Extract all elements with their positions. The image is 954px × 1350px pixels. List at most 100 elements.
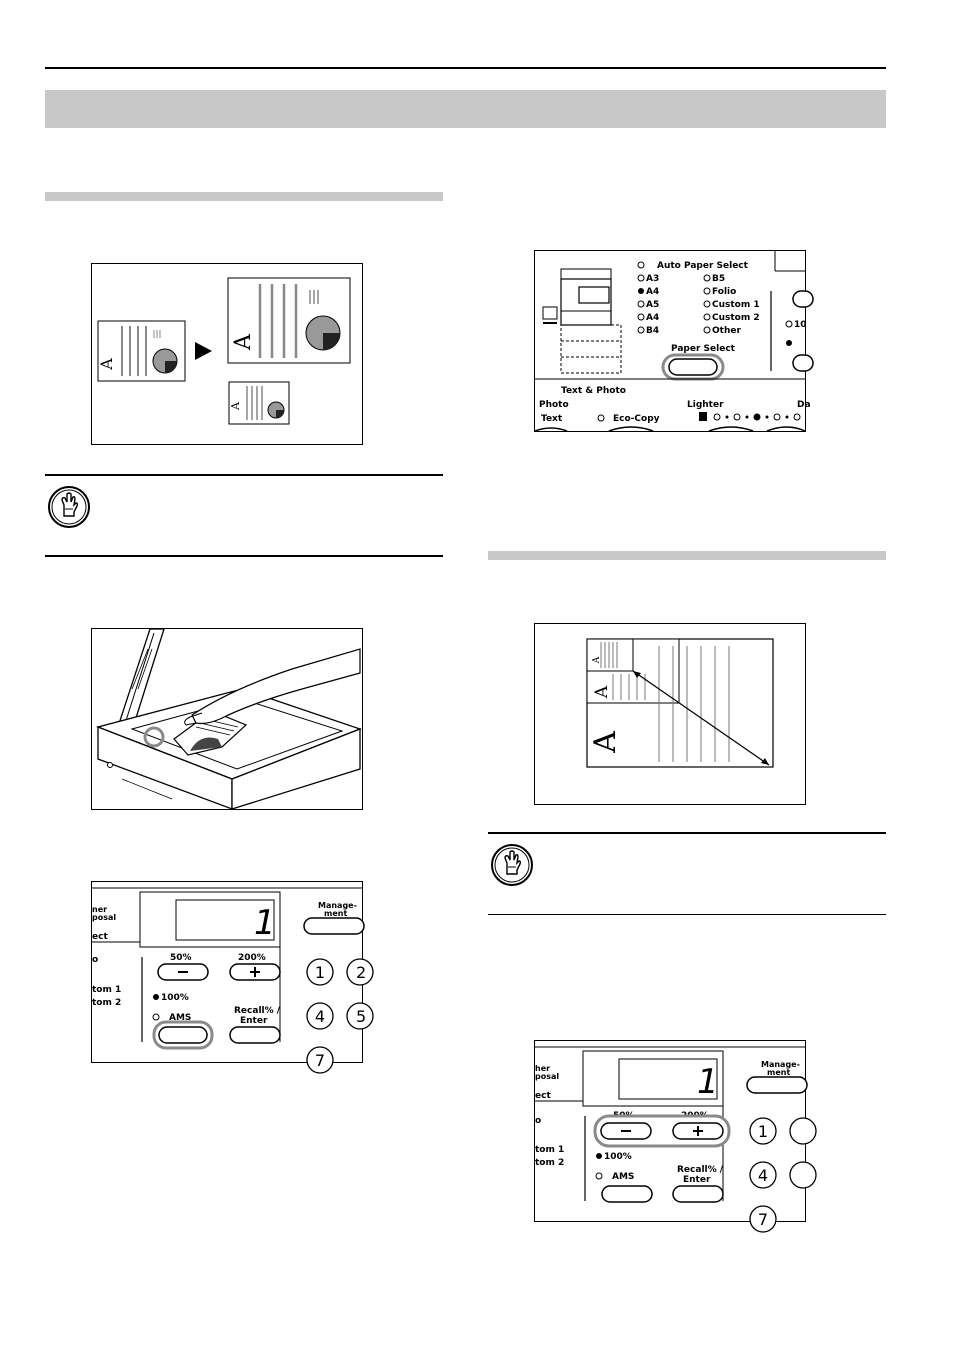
reduced-page: A <box>228 381 290 425</box>
panel3-left-l5: tom 2 <box>535 1158 564 1168</box>
zoom-illustration-svg: A A A <box>97 277 351 425</box>
panel3-recall-l1: Recall% / <box>677 1165 724 1175</box>
diagonal-svg: A A A <box>586 638 774 768</box>
panel2-zoom-minus-button[interactable] <box>157 963 209 981</box>
svg-text:A4: A4 <box>646 313 659 323</box>
panel3-left-l3: ect <box>535 1091 551 1101</box>
panel3-management-button[interactable] <box>746 1076 808 1094</box>
panel2-key-5[interactable]: 5 <box>346 1002 374 1030</box>
panel1-photo: Photo <box>539 400 569 410</box>
panel2-zoom-plus-label: 200% <box>238 953 266 963</box>
panel1-sizes-right: B5 Folio Custom 1 Custom 2 Other <box>703 274 760 336</box>
panel2-zoom-plus-button[interactable] <box>229 963 281 981</box>
panel3-ams-label: AMS <box>612 1172 634 1182</box>
panel1-svg: Auto Paper Select A3 A4 A5 A4 B4 B5 Foli… <box>534 251 814 432</box>
panel3-zoom-minus-button[interactable] <box>600 1122 652 1140</box>
note-rule-top-right <box>488 832 886 834</box>
panel2-zoom-minus-label: 50% <box>170 953 192 963</box>
panel2-management-button[interactable] <box>303 917 365 935</box>
panel2-left-folio-fragment: o <box>92 955 98 965</box>
panel2-management-l1: Manage- <box>318 901 357 910</box>
svg-text:5: 5 <box>356 1007 366 1026</box>
panel3-svg: her posal ect o tom 1 tom 2 1 50% 200% 1… <box>535 1046 817 1233</box>
svg-text:2: 2 <box>356 963 366 982</box>
svg-text:Folio: Folio <box>712 287 736 297</box>
panel1-auto-paper-select: Auto Paper Select <box>657 261 749 271</box>
svg-text:1: 1 <box>315 963 325 982</box>
diagonal-letter-small: A <box>592 656 602 664</box>
panel1-text: Text <box>541 414 563 424</box>
panel1-paper-select-button[interactable] <box>661 353 725 381</box>
section-bar-left <box>45 192 443 201</box>
svg-text:1: 1 <box>758 1122 768 1141</box>
operation-panel-ams: ner posal ect o tom 1 tom 2 1 50% 200% 1… <box>91 881 374 1074</box>
panel2-key-1[interactable]: 1 <box>306 958 334 986</box>
svg-text:7: 7 <box>758 1210 768 1229</box>
section-bar-right <box>488 551 886 560</box>
paper-select-panel: Auto Paper Select A3 A4 A5 A4 B4 B5 Foli… <box>534 250 814 432</box>
panel1-exposure-scale <box>699 412 801 421</box>
panel2-key-2[interactable]: 2 <box>346 958 374 986</box>
panel2-ams-button[interactable] <box>152 1020 214 1050</box>
svg-text:A4: A4 <box>646 287 659 297</box>
svg-text:Custom 2: Custom 2 <box>712 313 760 323</box>
svg-text:B4: B4 <box>646 326 659 336</box>
panel3-left-l2: posal <box>535 1072 559 1081</box>
panel3-key-7[interactable]: 7 <box>749 1205 777 1233</box>
panel2-management-l2: ment <box>324 909 347 918</box>
panel3-key-4[interactable]: 4 <box>749 1161 777 1189</box>
panel2-recall-l2: Enter <box>240 1016 268 1026</box>
svg-text:Custom 1: Custom 1 <box>712 300 760 310</box>
panel2-recall-l1: Recall% / <box>234 1006 281 1016</box>
svg-text:A5: A5 <box>646 300 659 310</box>
svg-text:B5: B5 <box>712 274 725 284</box>
panel2-left-l3: ect <box>92 932 108 942</box>
panel1-lighter: Lighter <box>687 400 724 410</box>
panel3-enter-button[interactable] <box>672 1185 724 1203</box>
panel3-100-label: 100% <box>604 1152 632 1162</box>
enlarged-letter: A <box>231 333 256 351</box>
panel3-left-l1: her <box>535 1064 550 1073</box>
panel2-lcd-value: 1 <box>254 903 276 943</box>
panel3-zoom-plus-button[interactable] <box>672 1122 724 1140</box>
panel3-ams-button[interactable] <box>601 1185 653 1203</box>
note-rule-bottom-right <box>488 914 886 915</box>
original-page: A <box>97 320 186 382</box>
panel1-eco-copy: Eco-Copy <box>613 414 660 424</box>
size-diagonal-illustration: A A A <box>534 623 806 805</box>
copier-glass-svg <box>95 628 362 810</box>
top-rule <box>45 67 886 69</box>
diagonal-letter-large: A <box>588 731 623 754</box>
caution-hand-icon <box>47 485 91 529</box>
panel2-left-l2: posal <box>92 913 116 922</box>
panel2-key-4[interactable]: 4 <box>306 1002 334 1030</box>
panel2-svg: ner posal ect o tom 1 tom 2 1 50% 200% 1… <box>92 887 374 1074</box>
diagonal-letter-medium: A <box>592 685 612 699</box>
placing-original-illustration <box>91 628 363 810</box>
panel2-left-l5: tom 2 <box>92 998 121 1008</box>
svg-text:7: 7 <box>315 1051 325 1070</box>
enlarged-page: A <box>227 277 351 364</box>
svg-text:4: 4 <box>315 1007 325 1026</box>
svg-text:Other: Other <box>712 326 741 336</box>
panel2-ams-label: AMS <box>169 1013 191 1023</box>
panel1-darker: Da <box>797 400 811 410</box>
original-letter: A <box>97 358 116 371</box>
panel2-left-l4: tom 1 <box>92 985 121 995</box>
panel2-key-7[interactable]: 7 <box>306 1046 334 1074</box>
panel3-management-l1: Manage- <box>761 1060 800 1069</box>
panel2-enter-button[interactable] <box>229 1026 281 1044</box>
panel3-lcd-value: 1 <box>697 1062 719 1102</box>
svg-text:A3: A3 <box>646 274 659 284</box>
operation-panel-zoom: her posal ect o tom 1 tom 2 1 50% 200% 1… <box>534 1040 817 1233</box>
svg-text:4: 4 <box>758 1166 768 1185</box>
arrow-icon <box>195 342 212 360</box>
panel1-paper-select-label: Paper Select <box>671 344 736 354</box>
title-band <box>45 90 886 128</box>
panel1-sizes-left: A3 A4 A5 A4 B4 <box>637 274 659 336</box>
panel2-100-label: 100% <box>161 993 189 1003</box>
panel1-text-photo: Text & Photo <box>561 386 626 396</box>
caution-hand-icon-2 <box>490 843 534 887</box>
panel3-key-1[interactable]: 1 <box>749 1117 777 1145</box>
panel3-left-folio-fragment: o <box>535 1116 541 1126</box>
